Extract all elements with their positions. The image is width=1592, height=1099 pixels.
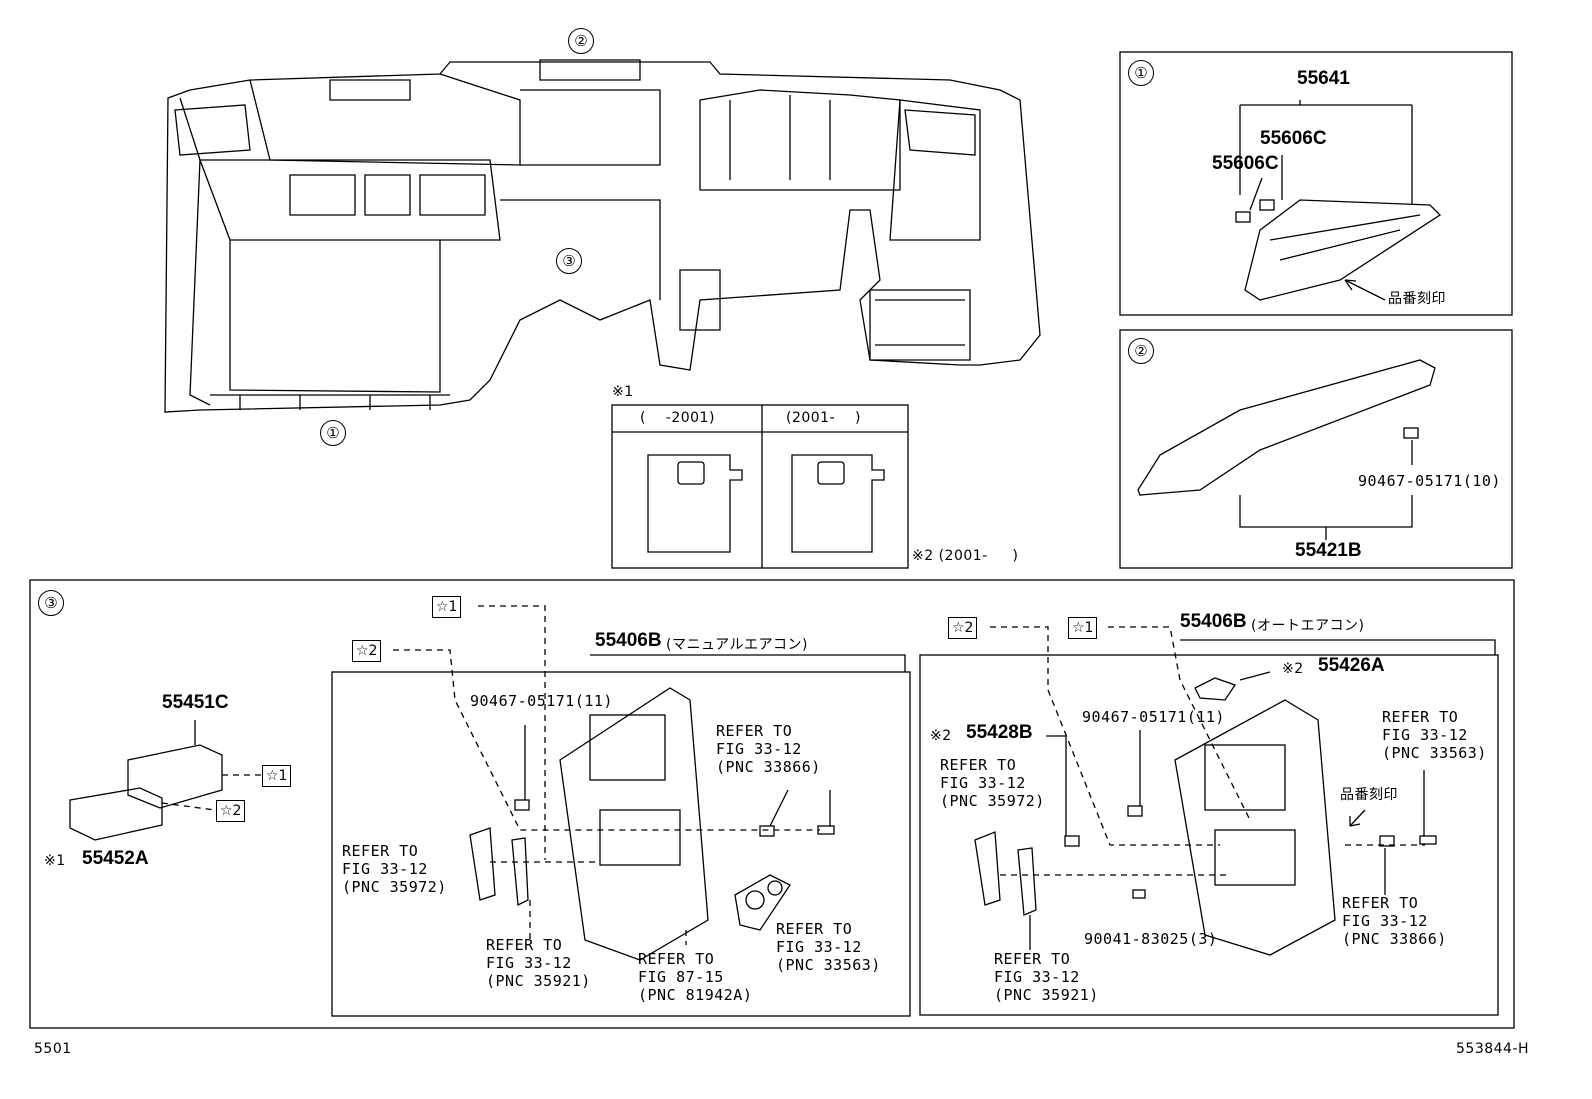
part-90467-05171-10: 90467-05171(10) — [1358, 472, 1501, 490]
star-1-marker-manual: ☆1 — [432, 596, 462, 618]
star-2-marker-manual: ☆2 — [352, 640, 382, 662]
refer-pnc-35972-auto: REFER TO FIG 33-12 (PNC 35972) — [940, 756, 1045, 810]
stamp-label-auto: 品番刻印 — [1340, 787, 1398, 803]
suffix-auto-ac: (オートエアコン) — [1251, 618, 1365, 634]
part-55426a: 55426A — [1318, 655, 1385, 676]
refer-pnc-81942a: REFER TO FIG 87-15 (PNC 81942A) — [638, 950, 753, 1004]
part-55406b-auto: 55406B — [1180, 611, 1247, 632]
note-col-right: (2001- ) — [786, 410, 861, 426]
note-col-left: ( -2001) — [640, 410, 715, 426]
part-55641: 55641 — [1297, 68, 1350, 89]
instrument-panel-drawing — [164, 59, 1041, 413]
part-55421b: 55421B — [1295, 540, 1362, 561]
part-90041-83025: 90041-83025(3) — [1084, 930, 1218, 948]
callout-3-box: ③ — [38, 590, 64, 616]
refer-pnc-33866-auto: REFER TO FIG 33-12 (PNC 33866) — [1342, 894, 1447, 948]
refer-pnc-33563-manual: REFER TO FIG 33-12 (PNC 33563) — [776, 920, 881, 974]
mark-55452a: ※1 — [44, 853, 66, 869]
stamp-label-1: 品番刻印 — [1388, 291, 1446, 307]
part-55406b-manual: 55406B — [595, 630, 662, 651]
part-55606c-b: 55606C — [1212, 153, 1279, 174]
callout-1-main: ① — [320, 420, 346, 446]
refer-pnc-35921-manual: REFER TO FIG 33-12 (PNC 35921) — [486, 936, 591, 990]
part-55606c-a: 55606C — [1260, 128, 1327, 149]
footer-left-code: 5501 — [34, 1041, 72, 1057]
mark-55426a: ※2 — [1282, 661, 1304, 677]
star-1-marker-duct: ☆1 — [262, 765, 292, 787]
note-mark-1: ※1 — [612, 384, 634, 400]
star-2-marker-auto: ☆2 — [948, 617, 978, 639]
part-90467-05171-11-auto: 90467-05171(11) — [1082, 708, 1225, 726]
star-1-marker-auto: ☆1 — [1068, 617, 1098, 639]
callout-2-box: ② — [1128, 338, 1154, 364]
callout-2-main: ② — [568, 28, 594, 54]
note-box-drawing — [611, 404, 909, 569]
note-2: ※2 (2001- ) — [912, 548, 1019, 564]
part-90467-05171-11-manual: 90467-05171(11) — [470, 692, 613, 710]
box1-drawing — [1119, 51, 1513, 316]
refer-pnc-33866-manual: REFER TO FIG 33-12 (PNC 33866) — [716, 722, 821, 776]
part-55452a: 55452A — [82, 848, 149, 869]
part-55451c: 55451C — [162, 692, 229, 713]
star-2-marker-duct: ☆2 — [216, 800, 246, 822]
refer-pnc-35972-manual: REFER TO FIG 33-12 (PNC 35972) — [342, 842, 447, 896]
refer-pnc-35921-auto: REFER TO FIG 33-12 (PNC 35921) — [994, 950, 1099, 1004]
box2-drawing — [1119, 329, 1513, 569]
footer-right-code: 553844-H — [1456, 1041, 1530, 1057]
suffix-manual-ac: (マニュアルエアコン) — [666, 637, 809, 653]
part-55428b: 55428B — [966, 722, 1033, 743]
refer-pnc-33563-auto: REFER TO FIG 33-12 (PNC 33563) — [1382, 708, 1487, 762]
callout-1-box: ① — [1128, 60, 1154, 86]
callout-3-main: ③ — [556, 248, 582, 274]
mark-55428b: ※2 — [930, 728, 952, 744]
box3-drawing — [29, 579, 1515, 1029]
